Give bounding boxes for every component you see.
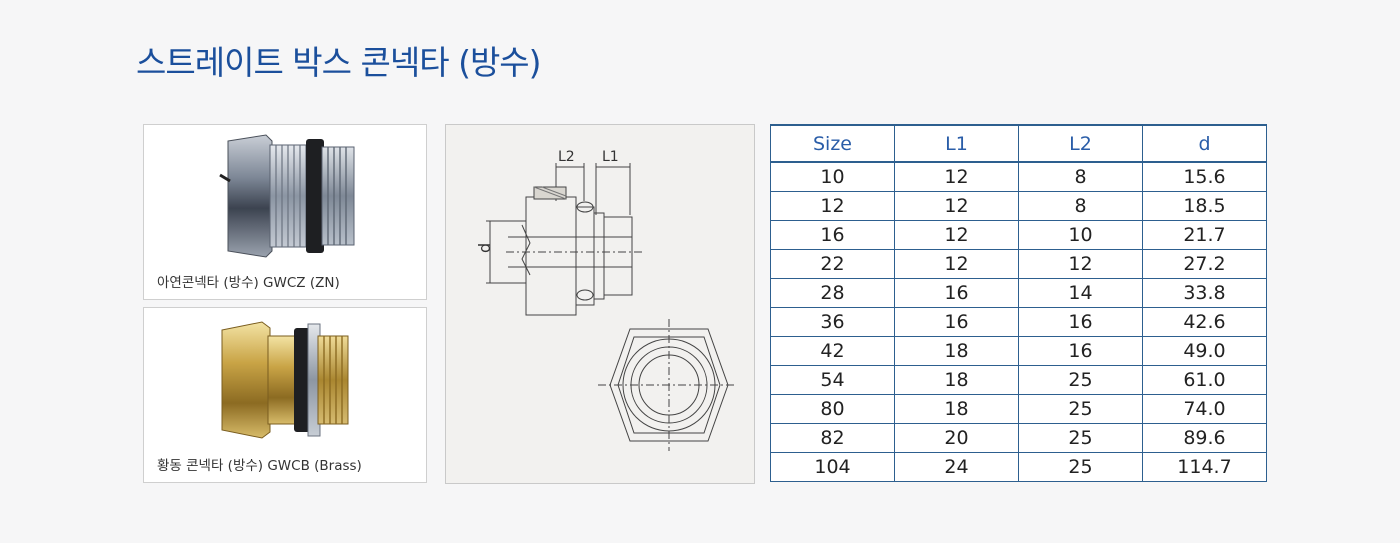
technical-drawing: L2 L1 d (445, 124, 755, 484)
table-cell: 42.6 (1142, 307, 1267, 337)
table-cell: 61.0 (1142, 365, 1267, 395)
table-cell: 21.7 (1142, 220, 1267, 250)
table-cell: 18.5 (1142, 191, 1267, 221)
header-l2: L2 (1018, 124, 1143, 163)
table-cell: 16 (1018, 307, 1143, 337)
table-cell: 33.8 (1142, 278, 1267, 308)
zinc-connector-photo-icon (219, 134, 355, 258)
table-cell: 49.0 (1142, 336, 1267, 366)
product-caption-brass: 황동 콘넥타 (방수) GWCB (Brass) (157, 458, 362, 474)
header-l1: L1 (894, 124, 1019, 163)
table-cell: 16 (894, 278, 1019, 308)
table-cell: 25 (1018, 365, 1143, 395)
table-cell: 18 (894, 336, 1019, 366)
table-cell: 15.6 (1142, 161, 1267, 192)
table-header-row: Size L1 L2 d (770, 124, 1267, 163)
table-cell: 25 (1018, 394, 1143, 424)
table-cell: 25 (1018, 452, 1143, 482)
dimension-drawing-icon: L2 L1 d (475, 149, 736, 451)
page-title: 스트레이트 박스 콘넥타 (방수) (136, 43, 542, 82)
drawing-label-l1: L1 (602, 149, 619, 165)
table-cell: 20 (894, 423, 1019, 453)
table-cell: 25 (1018, 423, 1143, 453)
table-cell: 24 (894, 452, 1019, 482)
drawing-label-l2: L2 (558, 149, 575, 165)
table-cell: 8 (1018, 161, 1143, 192)
table-cell: 74.0 (1142, 394, 1267, 424)
table-cell: 27.2 (1142, 249, 1267, 279)
table-cell: 54 (770, 365, 895, 395)
table-cell: 36 (770, 307, 895, 337)
table-cell: 10 (1018, 220, 1143, 250)
table-cell: 16 (1018, 336, 1143, 366)
product-card-brass: 황동 콘넥타 (방수) GWCB (Brass) (143, 307, 427, 483)
header-size: Size (770, 124, 895, 163)
brass-connector-photo-icon (221, 321, 349, 439)
table-cell: 12 (894, 191, 1019, 221)
table-cell: 12 (894, 249, 1019, 279)
table-cell: 42 (770, 336, 895, 366)
table-cell: 10 (770, 161, 895, 192)
table-cell: 16 (770, 220, 895, 250)
table-cell: 14 (1018, 278, 1143, 308)
table-cell: 104 (770, 452, 895, 482)
product-card-zinc: 아연콘넥타 (방수) GWCZ (ZN) (143, 124, 427, 300)
table-cell: 12 (1018, 249, 1143, 279)
table-cell: 22 (770, 249, 895, 279)
table-cell: 114.7 (1142, 452, 1267, 482)
table-cell: 12 (894, 161, 1019, 192)
table-cell: 80 (770, 394, 895, 424)
table-cell: 12 (770, 191, 895, 221)
table-cell: 16 (894, 307, 1019, 337)
drawing-label-d: d (475, 243, 494, 253)
table-cell: 89.6 (1142, 423, 1267, 453)
table-cell: 82 (770, 423, 895, 453)
table-cell: 18 (894, 394, 1019, 424)
table-cell: 12 (894, 220, 1019, 250)
product-caption-zinc: 아연콘넥타 (방수) GWCZ (ZN) (157, 275, 340, 291)
table-cell: 8 (1018, 191, 1143, 221)
table-cell: 28 (770, 278, 895, 308)
table-cell: 18 (894, 365, 1019, 395)
header-d: d (1142, 124, 1267, 163)
